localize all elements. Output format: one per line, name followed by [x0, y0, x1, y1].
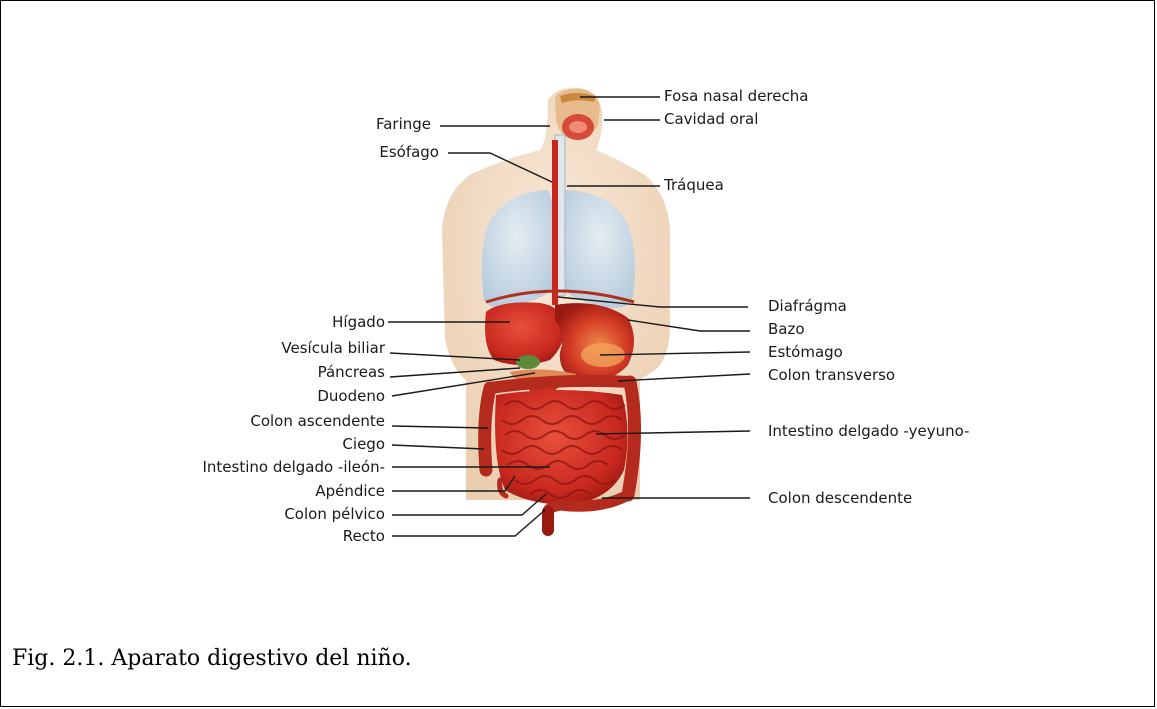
label-apendice: Apéndice: [315, 482, 385, 500]
label-cavidad-oral: Cavidad oral: [664, 110, 758, 128]
label-estomago: Estómago: [768, 343, 843, 361]
label-bazo: Bazo: [768, 320, 805, 338]
label-colon-ascendente: Colon ascendente: [250, 412, 385, 430]
label-intestino-delgado-ileon: Intestino delgado -ileón-: [202, 458, 385, 476]
label-diafragma: Diafrágma: [768, 297, 847, 315]
label-faringe: Faringe: [376, 115, 431, 133]
label-intestino-delgado-yeyuno: Intestino delgado -yeyuno-: [768, 422, 969, 440]
label-duodeno: Duodeno: [317, 387, 385, 405]
ascending-colon: [485, 388, 490, 470]
label-pancreas: Páncreas: [318, 363, 385, 381]
descending-colon: [628, 382, 635, 495]
label-recto: Recto: [343, 527, 385, 545]
label-higado: Hígado: [332, 313, 385, 331]
figure-caption: Fig. 2.1. Aparato digestivo del niño.: [12, 646, 412, 671]
label-fosa-nasal-derecha: Fosa nasal derecha: [664, 87, 808, 105]
gall-bladder: [516, 355, 540, 369]
label-colon-transverso: Colon transverso: [768, 366, 895, 384]
esophagus: [552, 140, 558, 305]
label-ciego: Ciego: [342, 435, 385, 453]
stomach: [555, 303, 634, 381]
label-esofago: Esófago: [379, 143, 439, 161]
label-colon-pelvico: Colon pélvico: [284, 505, 385, 523]
label-colon-descendente: Colon descendente: [768, 489, 912, 507]
label-vesicula-biliar: Vesícula biliar: [281, 339, 385, 357]
label-traquea: Tráquea: [664, 176, 724, 194]
transverse-colon: [490, 381, 630, 388]
